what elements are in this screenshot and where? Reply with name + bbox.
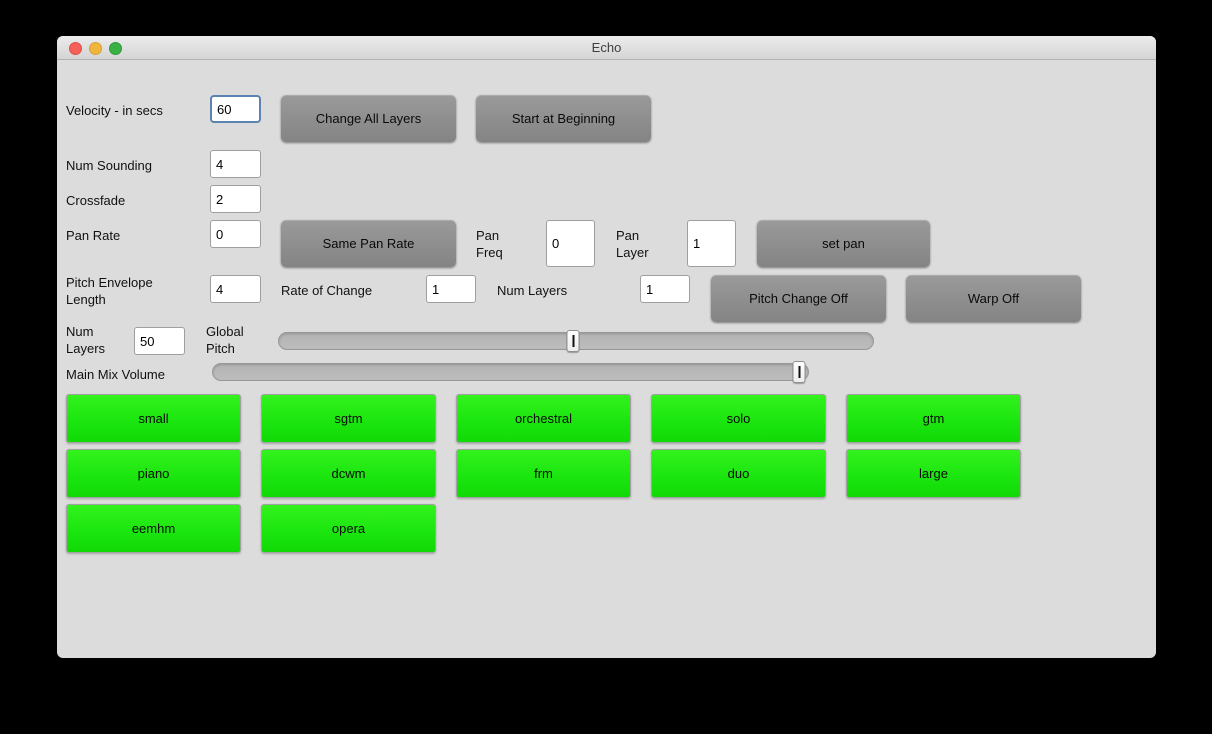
window-title: Echo	[591, 40, 622, 55]
rate-of-change-label: Rate of Change	[281, 283, 373, 298]
crossfade-input[interactable]	[210, 185, 261, 213]
pan-rate-input[interactable]	[210, 220, 261, 248]
minimize-button[interactable]	[89, 41, 102, 55]
preset-button-duo[interactable]: duo	[651, 449, 826, 498]
velocity-label: Velocity - in secs	[66, 103, 163, 118]
pan-layer-label: Pan Layer	[616, 228, 649, 260]
global-pitch-slider-thumb[interactable]	[566, 330, 580, 352]
set-pan-button[interactable]: set pan	[757, 220, 930, 267]
crossfade-label: Crossfade	[66, 193, 126, 208]
pan-freq-input[interactable]	[546, 220, 595, 267]
zoom-button[interactable]	[109, 41, 122, 55]
warp-off-button[interactable]: Warp Off	[906, 275, 1081, 322]
pan-freq-label: Pan Freq	[476, 228, 503, 260]
same-pan-rate-button[interactable]: Same Pan Rate	[281, 220, 456, 267]
preset-button-solo[interactable]: solo	[651, 394, 826, 443]
pitch-change-off-button[interactable]: Pitch Change Off	[711, 275, 886, 322]
change-all-layers-button[interactable]: Change All Layers	[281, 95, 456, 142]
preset-button-gtm[interactable]: gtm	[846, 394, 1021, 443]
preset-button-frm[interactable]: frm	[456, 449, 631, 498]
num-sounding-input[interactable]	[210, 150, 261, 178]
global-pitch-label: Global Pitch	[206, 324, 244, 356]
close-button[interactable]	[69, 41, 82, 55]
pan-layer-input[interactable]	[687, 220, 736, 267]
pitch-envelope-length-input[interactable]	[210, 275, 261, 303]
preset-button-piano[interactable]: piano	[66, 449, 241, 498]
preset-button-eemhm[interactable]: eemhm	[66, 504, 241, 553]
velocity-input[interactable]	[210, 95, 261, 123]
num-layers-small-label: Num Layers	[497, 283, 568, 298]
num-layers-label: Num Layers	[66, 324, 106, 356]
preset-button-orchestral[interactable]: orchestral	[456, 394, 631, 443]
preset-button-small[interactable]: small	[66, 394, 241, 443]
main-mix-volume-label: Main Mix Volume	[66, 367, 165, 382]
global-pitch-slider[interactable]	[278, 330, 874, 352]
num-layers-small-input[interactable]	[640, 275, 690, 303]
num-sounding-label: Num Sounding	[66, 158, 152, 173]
pan-rate-label: Pan Rate	[66, 228, 121, 243]
preset-button-opera[interactable]: opera	[261, 504, 436, 553]
main-mix-volume-slider[interactable]	[212, 361, 809, 383]
preset-button-dcwm[interactable]: dcwm	[261, 449, 436, 498]
echo-window: Echo Velocity - in secs Change All Layer…	[57, 36, 1156, 658]
title-bar[interactable]: Echo	[57, 36, 1156, 60]
preset-button-large[interactable]: large	[846, 449, 1021, 498]
main-mix-volume-slider-thumb[interactable]	[792, 361, 806, 383]
num-layers-input[interactable]	[134, 327, 185, 355]
window-content: Velocity - in secs Change All Layers Sta…	[57, 60, 1156, 658]
preset-button-sgtm[interactable]: sgtm	[261, 394, 436, 443]
rate-of-change-input[interactable]	[426, 275, 476, 303]
pitch-envelope-length-label: Pitch Envelope Length	[66, 275, 153, 307]
start-at-beginning-button[interactable]: Start at Beginning	[476, 95, 651, 142]
